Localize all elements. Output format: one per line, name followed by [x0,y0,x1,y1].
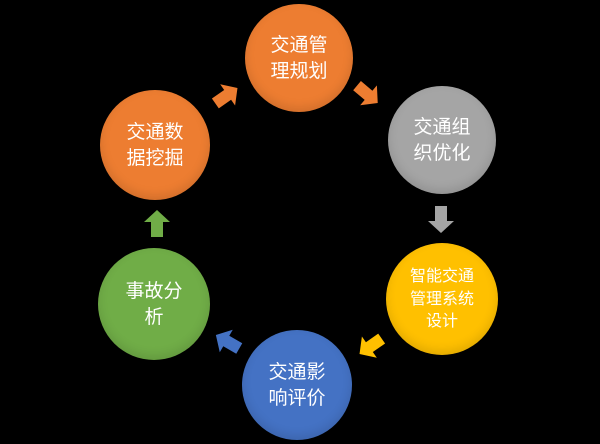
node-accident-analysis: 事故分 析 [98,248,210,360]
arrow-right-down-icon [353,81,378,106]
arrow-right-up-icon [211,84,238,109]
node-label: 事故分 析 [125,279,183,328]
arrow-down-icon [428,206,454,233]
arrow-left-up-icon [215,329,243,354]
node-traffic-data-mining: 交通数 据挖掘 [100,90,210,200]
node-label: 智能交通 管理系统 设计 [409,266,474,331]
node-traffic-impact-assessment: 交通影 响评价 [242,330,352,440]
node-intelligent-traffic-system-design: 智能交通 管理系统 设计 [386,243,498,355]
node-label: 交通管 理规划 [270,33,328,82]
arrow-left-down-icon [359,333,386,358]
node-traffic-organization-optimization: 交通组 织优化 [388,86,496,194]
node-traffic-management-planning: 交通管 理规划 [245,4,353,112]
node-label: 交通组 织优化 [413,115,471,164]
node-label: 交通影 响评价 [268,360,326,409]
arrow-up-icon [144,210,170,237]
node-label: 交通数 据挖掘 [126,120,184,169]
